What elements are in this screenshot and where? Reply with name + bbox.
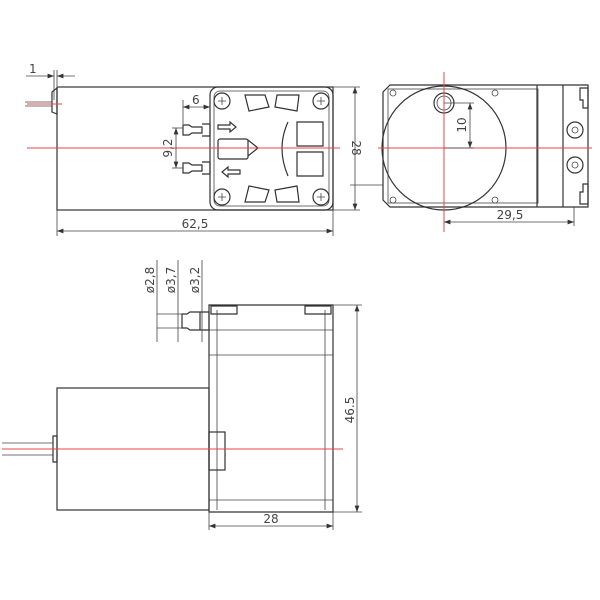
motor-flange [51,86,58,115]
dim-d2-label: ø3,7 [164,267,178,293]
pump-box-outline [208,304,334,513]
end-view-outline [382,84,589,208]
port-barb [181,311,210,331]
port-barb-bottom [182,161,211,175]
dim-flange-label: 1 [29,62,37,76]
dim-offset-label: 10 [455,117,469,132]
side-view: ø2,8 ø3,7 ø3,2 46.5 28 [2,260,362,530]
screw-icons [213,92,330,206]
dim-d3-label: ø3,2 [188,267,202,293]
dim-d1-label: ø2,8 [143,267,157,293]
dim-port-spacing-label: 9,2 [161,138,175,157]
dim-width-label: 29,5 [497,208,524,222]
arrow-right-icon [217,120,237,134]
dim-height-label: 28 [349,140,363,155]
arrow-left-icon [221,165,241,179]
end-view: 10 29,5 [350,72,592,232]
valve-chambers [244,94,324,203]
top-view: 1 6 9,2 62,5 28 [25,62,363,236]
dim-side-height-label: 46.5 [343,397,357,424]
port-barb-top [182,123,211,137]
dim-length-label: 62,5 [182,217,209,231]
dim-port-length-label: 6 [192,93,200,107]
dim-side-width-label: 28 [263,512,278,526]
